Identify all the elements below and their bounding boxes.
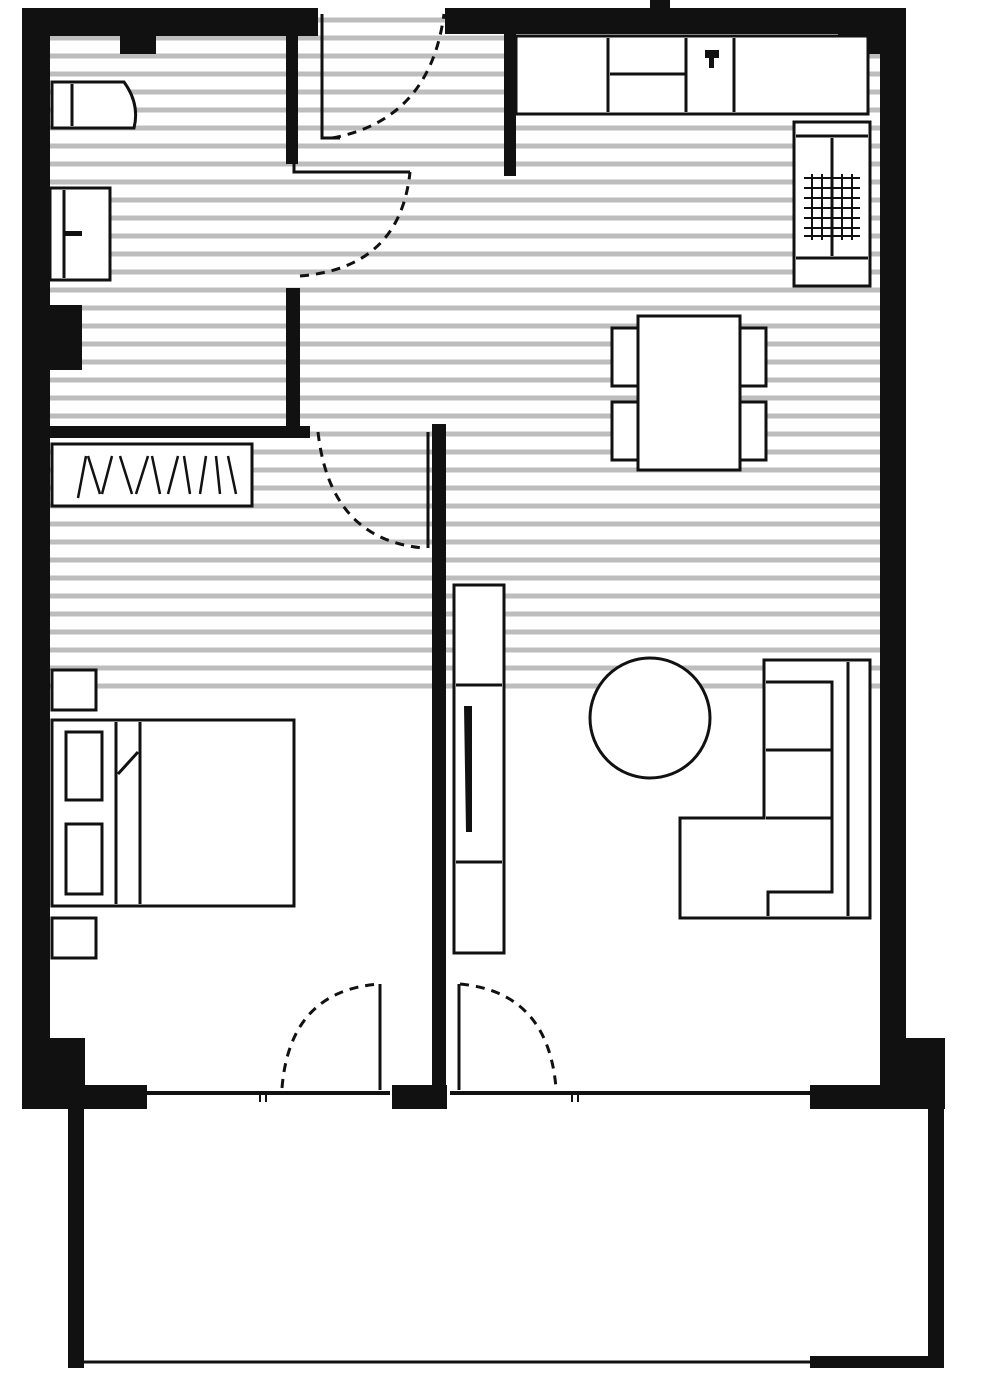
balcony — [68, 1100, 944, 1368]
exterior-walls — [22, 0, 945, 1109]
dining-table — [610, 314, 768, 472]
sink — [705, 50, 719, 58]
double-bed — [50, 718, 296, 908]
bathtub — [50, 80, 138, 130]
kitchen-counter — [514, 34, 870, 116]
tv-unit — [452, 583, 506, 955]
door-swings — [280, 13, 558, 1090]
corner-sofa — [678, 658, 872, 920]
washbasin — [48, 186, 112, 282]
wardrobe — [50, 442, 254, 508]
balcony-door-tracks — [147, 1091, 810, 1102]
nightstand — [50, 668, 98, 712]
nightstand — [50, 916, 98, 960]
round-coffee-table — [588, 656, 712, 780]
stove — [792, 120, 872, 288]
interior-walls — [38, 14, 516, 1094]
